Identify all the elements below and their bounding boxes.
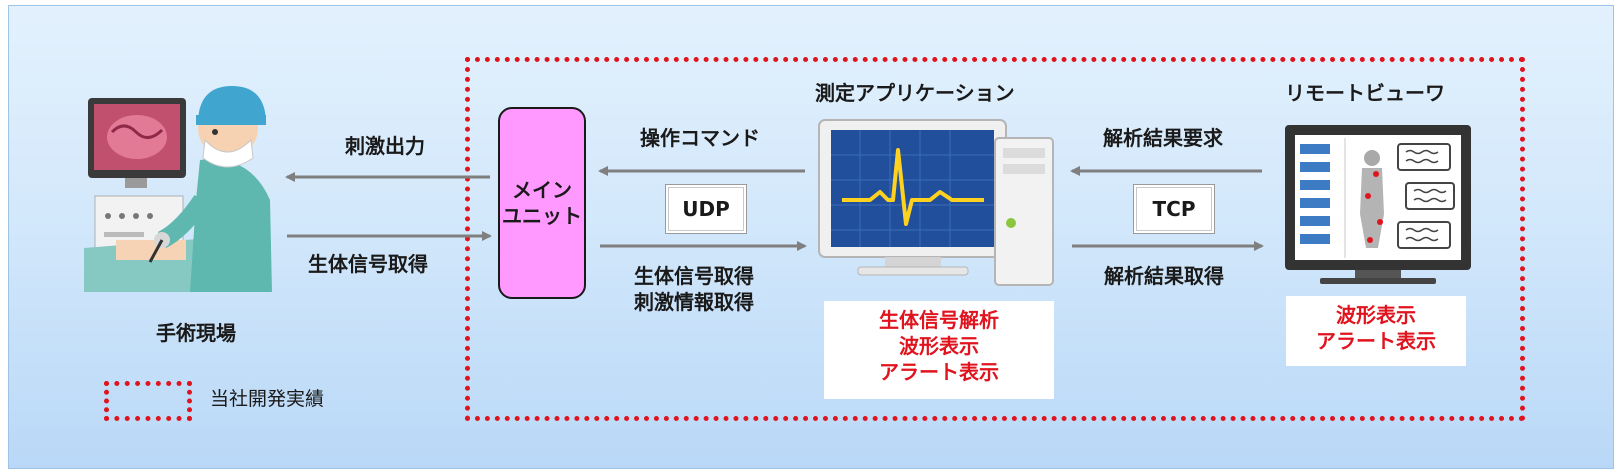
app-functions-box: 生体信号解析 波形表示 アラート表示 [824,301,1054,399]
viewer-functions-box: 波形表示 アラート表示 [1286,296,1466,366]
legend-swatch [104,381,192,421]
app-function-item: 波形表示 [899,334,979,358]
app-function-item: 生体信号解析 [879,308,999,332]
analysis-request-label: 解析結果要求 [1103,126,1223,150]
measurement-app-title: 測定アプリケーション [815,81,1015,105]
analysis-acquire-label: 解析結果取得 [1104,264,1224,288]
app-function-item: アラート表示 [879,360,999,384]
remote-viewer-title: リモートビューワ [1285,81,1445,105]
surgery-site-label: 手術現場 [156,321,236,345]
remote-viewer-icon [1285,125,1471,284]
viewer-function-item: アラート表示 [1316,329,1436,353]
company-development-boundary [465,57,1525,421]
tcp-badge: TCP [1133,184,1215,234]
main-unit-line2: ユニット [502,204,582,228]
viewer-function-item: 波形表示 [1336,303,1416,327]
stim-output-label: 刺激出力 [345,134,425,158]
bio-acquire-mid-label: 生体信号取得 [634,264,754,288]
pc-monitor-icon [818,119,1007,276]
bio-acquire-left-label: 生体信号取得 [308,252,428,276]
surgeon-icon [84,86,272,292]
main-unit-line1: メイン [512,178,572,202]
udp-badge: UDP [665,184,747,234]
main-unit-box: メイン ユニット [498,107,586,299]
operation-command-label: 操作コマンド [640,126,760,150]
pc-tower-icon [994,137,1054,286]
stim-info-acquire-label: 刺激情報取得 [634,290,754,314]
legend-label: 当社開発実績 [210,388,325,410]
